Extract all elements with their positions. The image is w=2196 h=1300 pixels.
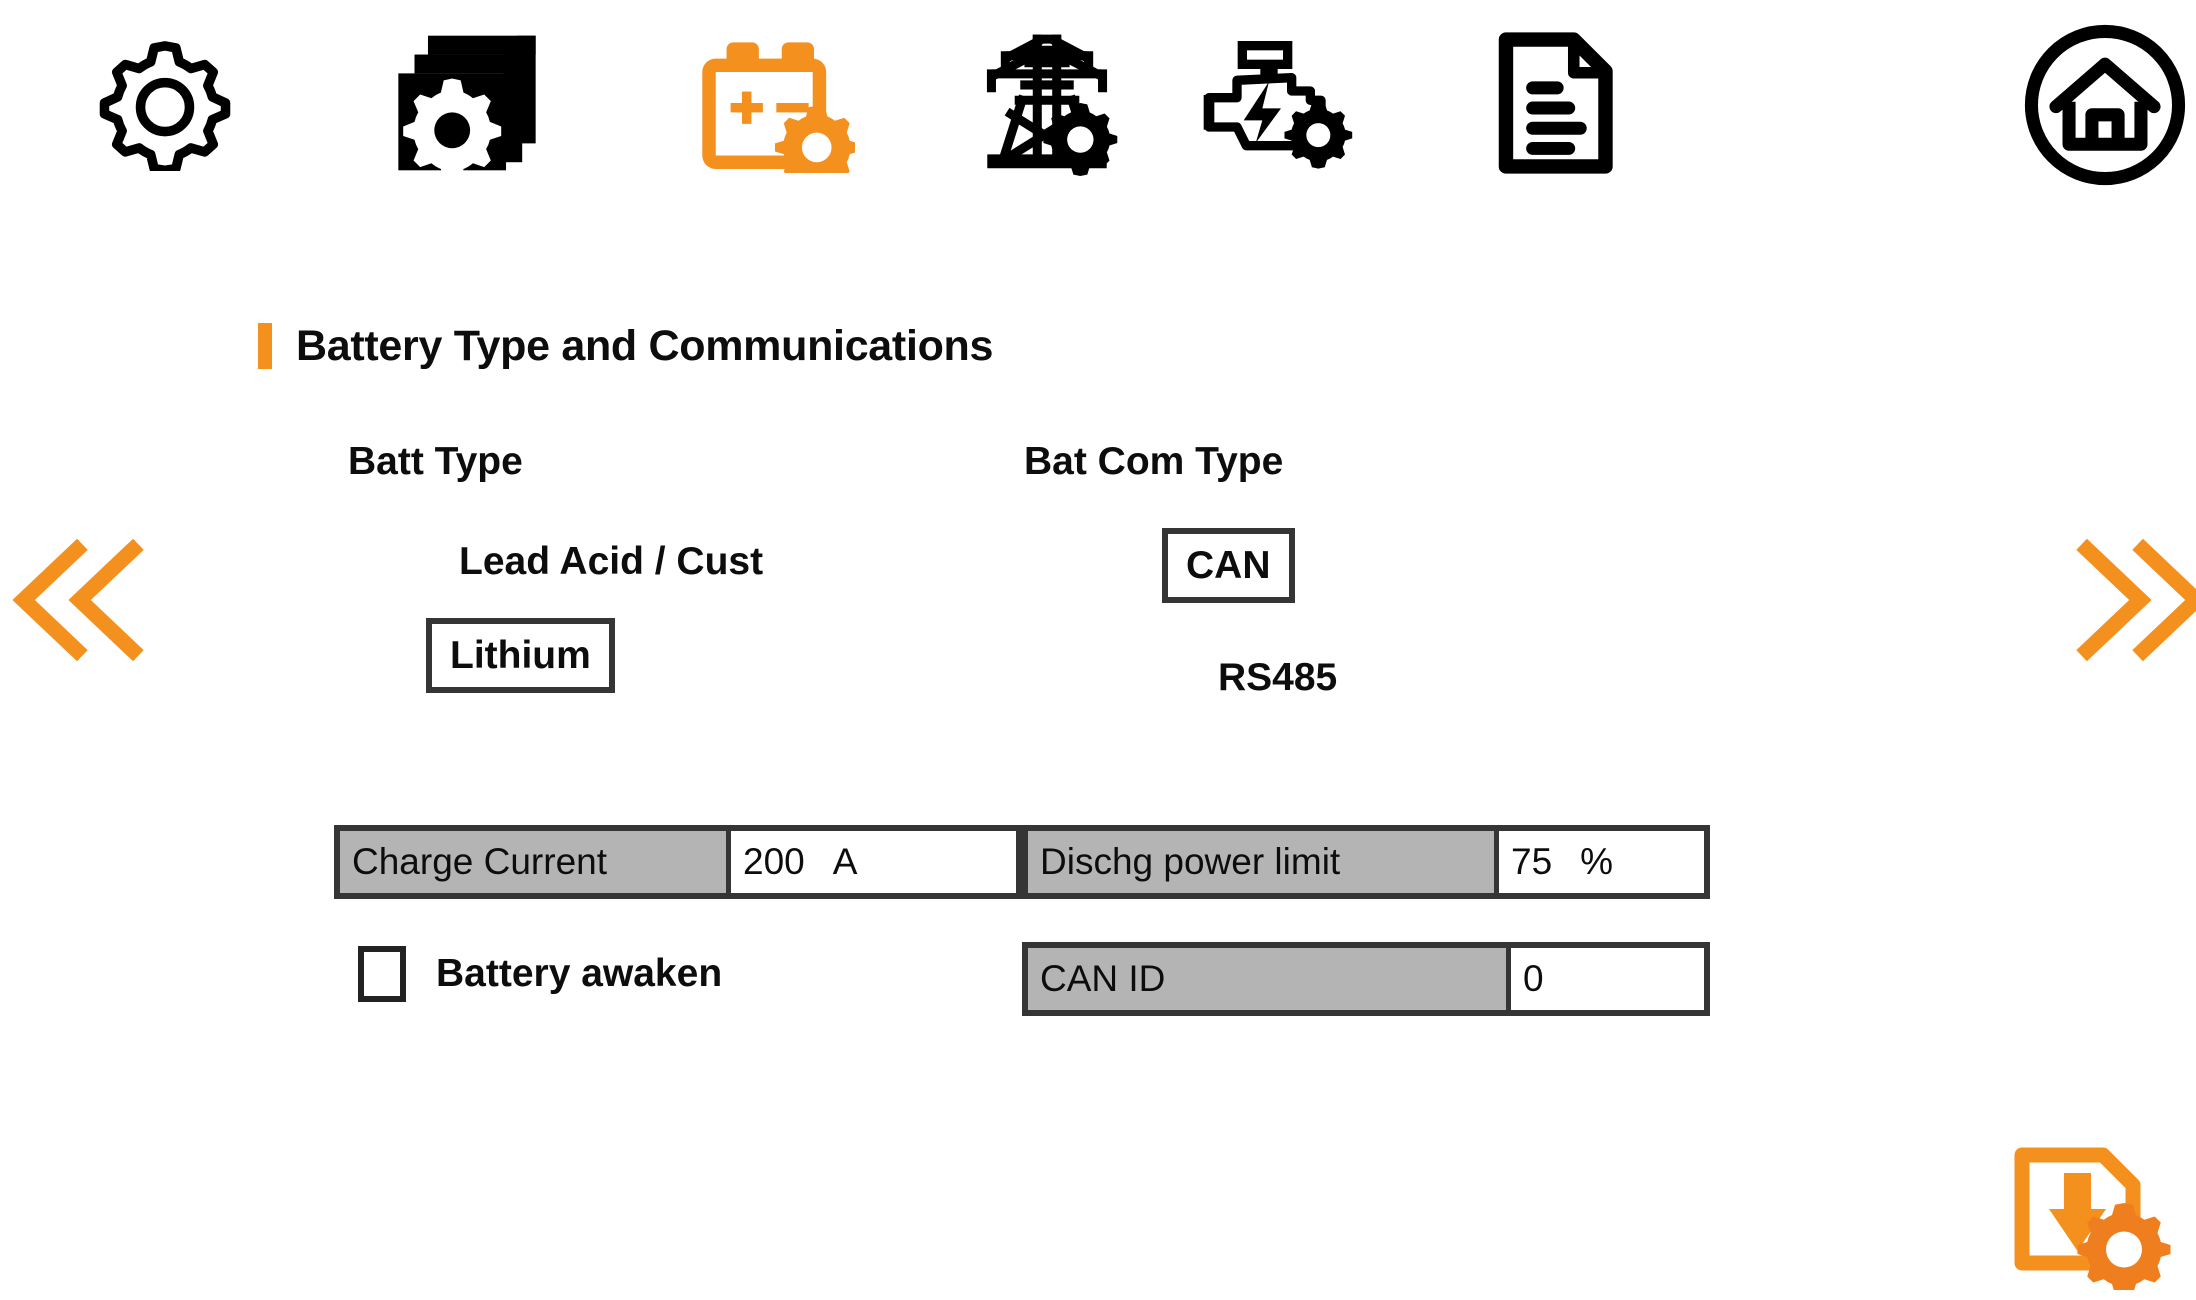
batt-type-option-lithium[interactable]: Lithium — [426, 618, 615, 693]
chevron-double-left-icon[interactable] — [4, 538, 144, 674]
generator-settings-icon[interactable] — [1193, 33, 1353, 173]
multi-settings-icon[interactable] — [392, 33, 542, 173]
grid-settings-icon[interactable] — [972, 28, 1122, 178]
batt-type-group: Batt Type Lead Acid / Cust Lithium — [348, 440, 908, 730]
toolbar-item-home[interactable] — [2010, 10, 2196, 200]
next-page-button[interactable] — [2076, 530, 2196, 675]
top-toolbar — [0, 0, 2196, 210]
param-charge-current[interactable]: Charge Current 200 A — [334, 825, 1022, 899]
param-can-id-label: CAN ID — [1028, 948, 1506, 1010]
toolbar-item-settings[interactable] — [80, 18, 250, 188]
param-dischg-power-limit-unit: % — [1580, 841, 1614, 882]
param-charge-current-value: 200 — [743, 841, 805, 882]
batt-type-option-lead-acid[interactable]: Lead Acid / Cust — [459, 540, 764, 583]
page-title: Battery Type and Communications — [296, 321, 994, 370]
home-icon[interactable] — [2020, 20, 2190, 190]
toolbar-item-battery-settings[interactable] — [690, 18, 860, 188]
param-dischg-power-limit[interactable]: Dischg power limit 75 % — [1022, 825, 1710, 899]
previous-page-button[interactable] — [4, 530, 144, 675]
save-settings-icon[interactable] — [2006, 1147, 2176, 1296]
section-marker — [258, 323, 272, 369]
bat-com-type-label: Bat Com Type — [1024, 440, 1284, 483]
param-charge-current-unit: A — [832, 841, 858, 882]
toolbar-item-grid-settings[interactable] — [962, 18, 1132, 188]
param-charge-current-field[interactable]: 200 A — [726, 831, 1016, 893]
save-settings-button[interactable] — [2006, 1140, 2176, 1296]
toolbar-item-generator-settings[interactable] — [1188, 18, 1358, 188]
bat-com-type-group: Bat Com Type CAN RS485 — [1024, 440, 1524, 740]
settings-gear-icon[interactable] — [97, 35, 233, 171]
param-dischg-power-limit-value: 75 — [1511, 841, 1553, 882]
bat-com-type-option-rs485[interactable]: RS485 — [1218, 656, 1338, 699]
param-can-id-field[interactable]: 0 — [1506, 948, 1704, 1010]
battery-awaken-checkbox[interactable] — [358, 946, 406, 1002]
section-header: Battery Type and Communications — [258, 318, 993, 374]
battery-awaken-label: Battery awaken — [436, 952, 723, 995]
param-can-id-value: 0 — [1523, 958, 1544, 999]
log-document-icon[interactable] — [1490, 28, 1620, 178]
toolbar-item-advanced-settings[interactable] — [382, 18, 552, 188]
param-charge-current-label: Charge Current — [340, 831, 726, 893]
batt-type-label: Batt Type — [348, 440, 523, 483]
battery-awaken-row[interactable]: Battery awaken — [358, 946, 722, 1002]
battery-settings-icon[interactable] — [695, 33, 855, 173]
param-can-id[interactable]: CAN ID 0 — [1022, 942, 1710, 1016]
toolbar-item-logs[interactable] — [1470, 18, 1640, 188]
param-dischg-power-limit-field[interactable]: 75 % — [1494, 831, 1704, 893]
chevron-double-right-icon[interactable] — [2076, 538, 2196, 674]
param-dischg-power-limit-label: Dischg power limit — [1028, 831, 1494, 893]
bat-com-type-option-can[interactable]: CAN — [1162, 528, 1295, 603]
